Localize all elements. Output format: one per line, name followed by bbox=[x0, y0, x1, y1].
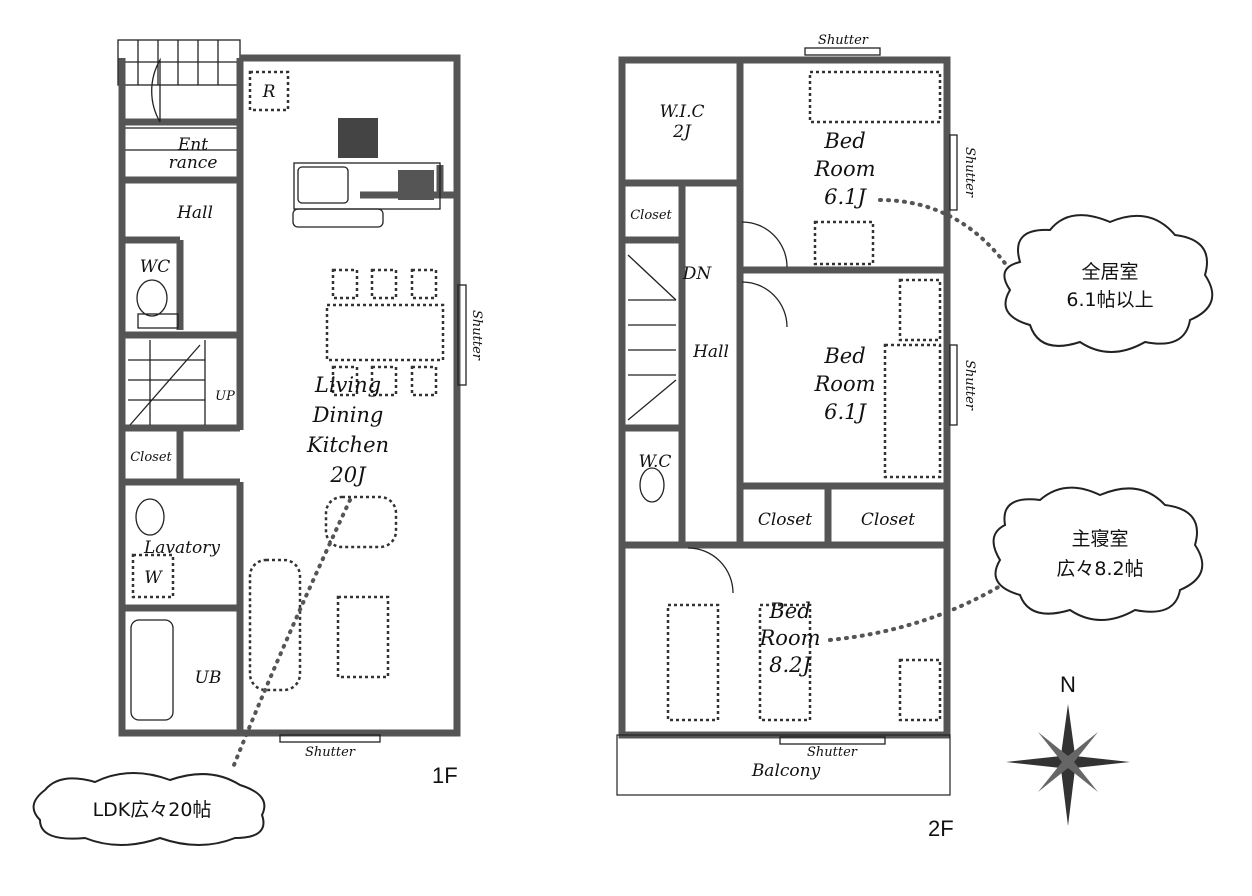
refrigerator-label: R bbox=[262, 82, 276, 102]
callout-all-rooms: 全居室 6.1帖以上 bbox=[878, 198, 1214, 353]
callout-master-line1: 主寝室 bbox=[1071, 528, 1128, 550]
closet-label: Closet bbox=[130, 450, 172, 465]
coffee-table bbox=[336, 595, 390, 679]
bedroom1-label-2: Room bbox=[813, 157, 875, 181]
callout-all-rooms-line2: 6.1帖以上 bbox=[1066, 289, 1153, 311]
shutter-label: Shutter bbox=[305, 745, 356, 760]
dn-label: DN bbox=[682, 264, 713, 284]
shutter-label: Shutter bbox=[807, 745, 858, 760]
ldk-label-3: Kitchen bbox=[306, 433, 389, 457]
closet-b-label: Closet bbox=[861, 510, 915, 530]
bed-2 bbox=[883, 343, 942, 479]
bedroom3-label-2: Room bbox=[758, 626, 820, 650]
bedroom2-size: 6.1J bbox=[824, 400, 867, 424]
shutter-label: Shutter bbox=[962, 147, 977, 198]
bedroom2-label-2: Room bbox=[813, 372, 875, 396]
callout-master-line2: 広々8.2帖 bbox=[1056, 558, 1143, 580]
entrance-label-2: rance bbox=[169, 153, 218, 173]
closet-a-label: Closet bbox=[758, 510, 812, 530]
callout-ldk: LDK広々20帖 bbox=[32, 498, 352, 846]
ldk-label-2: Dining bbox=[312, 403, 384, 427]
shutter-label: Shutter bbox=[962, 360, 977, 411]
shutter-label: Shutter bbox=[469, 310, 484, 361]
bedroom3-label: Bed bbox=[768, 599, 810, 623]
porch-tiles bbox=[117, 39, 241, 151]
stove-icon bbox=[398, 170, 434, 200]
sofa bbox=[248, 558, 302, 692]
door[interactable] bbox=[741, 281, 788, 328]
floor-label-1f: 1F bbox=[432, 763, 458, 788]
underfloor-storage-icon bbox=[338, 118, 378, 158]
compass-north-label: N bbox=[1060, 672, 1076, 697]
shutter-label: Shutter bbox=[818, 33, 869, 48]
bed-3b bbox=[758, 603, 812, 722]
armchair bbox=[324, 495, 398, 549]
lavatory-label: Lavatory bbox=[143, 538, 220, 558]
wc-label: WC bbox=[140, 257, 170, 277]
floor-label-2f: 2F bbox=[928, 816, 954, 841]
dining-table bbox=[325, 268, 445, 397]
desk-2 bbox=[898, 278, 942, 342]
wic-size: 2J bbox=[672, 122, 692, 142]
bedroom2-label: Bed bbox=[823, 344, 865, 368]
floor-2f: W.I.C 2J Closet DN Hall W.C Bed Room 6.1… bbox=[616, 33, 977, 841]
callout-all-rooms-line1: 全居室 bbox=[1081, 261, 1138, 283]
desk-1 bbox=[813, 220, 875, 266]
ldk-label-4: 20J bbox=[329, 463, 367, 487]
closet-label: Closet bbox=[630, 208, 672, 223]
balcony-label: Balcony bbox=[751, 761, 821, 781]
compass-icon bbox=[1006, 704, 1130, 826]
washbasin-icon bbox=[135, 498, 165, 536]
toilet-icon bbox=[639, 467, 665, 503]
bedroom1-label: Bed bbox=[823, 129, 865, 153]
balcony bbox=[616, 734, 951, 796]
wic-label: W.I.C bbox=[659, 102, 704, 122]
entrance-label: Ent bbox=[177, 135, 208, 155]
callout-master: 主寝室 広々8.2帖 bbox=[828, 486, 1204, 642]
stairs-2f bbox=[627, 254, 677, 421]
ub-label: UB bbox=[195, 668, 222, 688]
bed-1 bbox=[808, 70, 942, 124]
sink bbox=[297, 166, 349, 204]
bed-3a bbox=[666, 603, 720, 722]
bedroom1-size: 6.1J bbox=[824, 185, 867, 209]
toilet-icon bbox=[136, 279, 168, 317]
desk-3 bbox=[898, 658, 942, 722]
washer-label: W bbox=[144, 568, 163, 588]
entrance-door[interactable] bbox=[151, 57, 161, 123]
hall-label: Hall bbox=[176, 203, 213, 223]
up-label: UP bbox=[215, 389, 235, 404]
refrigerator-space bbox=[248, 70, 290, 112]
ldk-label: Living bbox=[314, 373, 381, 397]
door[interactable] bbox=[741, 221, 788, 268]
bathtub-icon bbox=[130, 619, 174, 721]
bedroom3-size: 8.2J bbox=[769, 653, 812, 677]
door[interactable] bbox=[687, 547, 734, 594]
stairs-1f bbox=[128, 340, 206, 426]
washer-space bbox=[131, 553, 175, 599]
wc-label: W.C bbox=[639, 452, 672, 472]
floor-1f: R Ent rance Hall WC UP Closet Lavatory W… bbox=[117, 39, 484, 788]
callout-ldk-text: LDK広々20帖 bbox=[93, 799, 212, 821]
hall-label: Hall bbox=[692, 342, 729, 362]
